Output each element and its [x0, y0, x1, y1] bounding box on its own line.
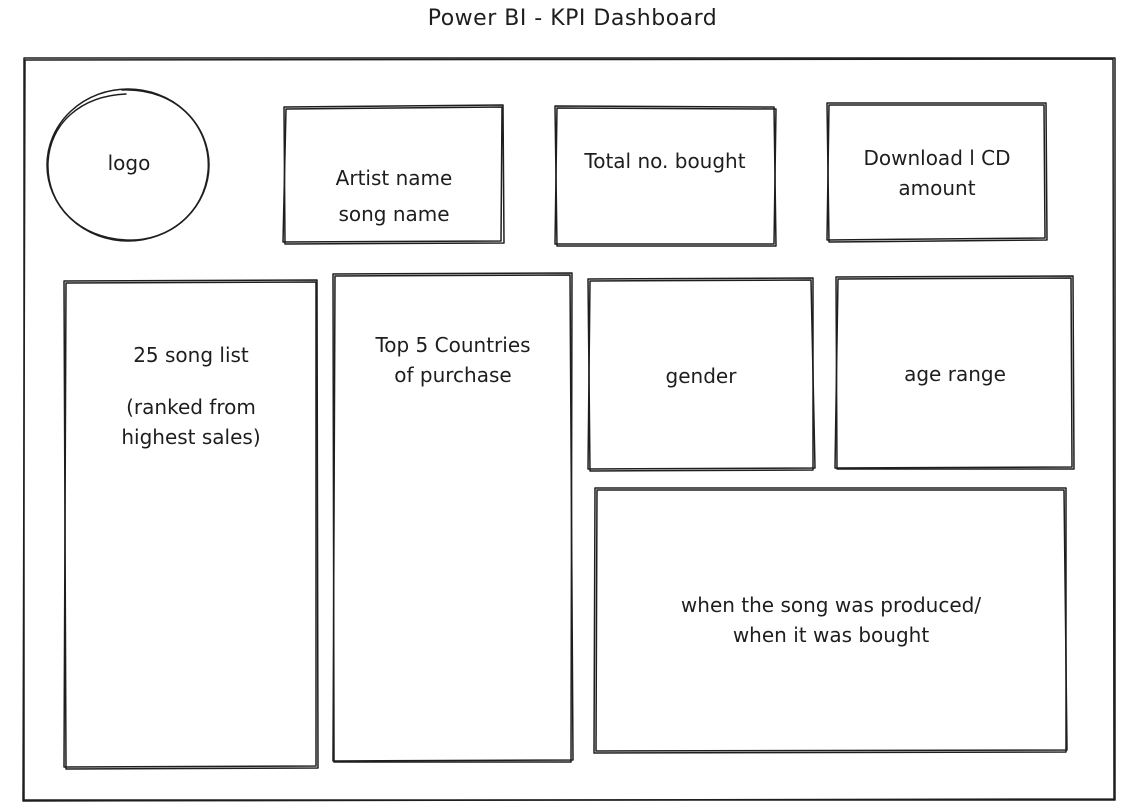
timeline-box-label: when the song was produced/ when it was … [680, 593, 982, 647]
songlist-box-label: 25 song list (ranked from highest sales) [121, 343, 261, 449]
artist-box-label: Artist name song name [335, 166, 453, 226]
gender-box-label: gender [665, 364, 737, 388]
logo-label: logo [107, 151, 151, 175]
total-box-label: Total no. bought [584, 149, 746, 173]
age-box-label: age range [904, 362, 1006, 386]
total-box-outline [554, 105, 777, 247]
download-box-label: Download l CD amount [863, 146, 1011, 200]
countries-box-label: Top 5 Countries of purchase [375, 333, 531, 387]
dashboard-title: Power BI - KPI Dashboard [427, 6, 718, 31]
